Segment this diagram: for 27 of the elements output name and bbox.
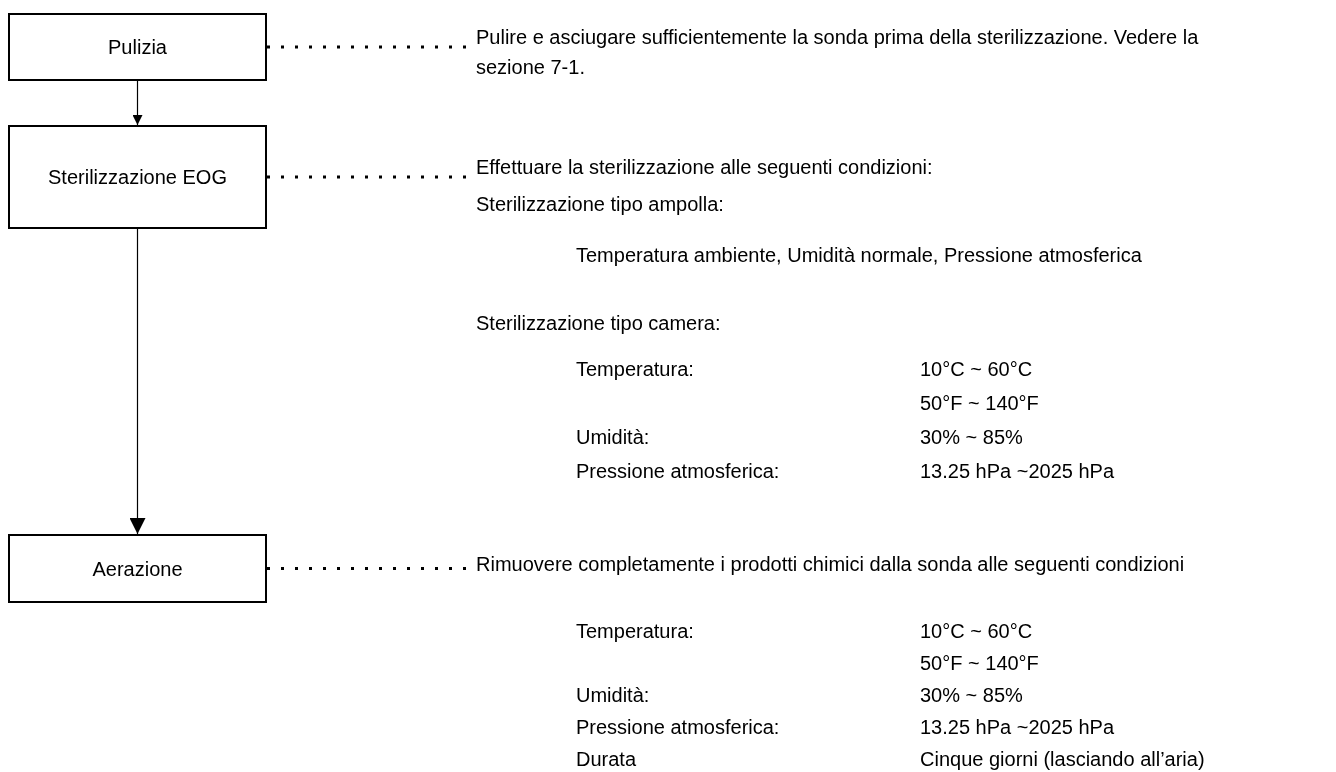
arrow xyxy=(132,80,143,126)
description-text: Pulire e asciugare sufficientemente la sonda prima della sterilizzazione. Vedere la sezione 7-1. xyxy=(476,22,1236,82)
parameter-value: 50°F ~ 140°F xyxy=(920,391,1040,415)
condition-text: Temperatura ambiente, Umidità normale, Pressione atmosferica xyxy=(576,243,1143,268)
description-text: Rimuovere completamente i prodotti chimici dalla sonda alle seguenti condizioni xyxy=(476,547,1286,581)
parameter-name: Umidità: xyxy=(576,425,651,449)
parameter-name: Pressione atmosferica: xyxy=(576,715,781,739)
parameter-value: 30% ~ 85% xyxy=(920,683,1024,707)
parameter-name: Temperatura: xyxy=(576,357,695,381)
parameter-value: 50°F ~ 140°F xyxy=(920,651,1040,675)
process-box: Aerazione xyxy=(8,534,267,603)
process-box: Pulizia xyxy=(8,13,267,81)
parameter-value: Cinque giorni (lasciando all’aria) xyxy=(920,747,1206,771)
arrow xyxy=(129,228,146,535)
parameter-value: 10°C ~ 60°C xyxy=(920,357,1034,381)
parameter-value: 13.25 hPa ~2025 hPa xyxy=(920,715,1116,739)
parameter-name: Temperatura: xyxy=(576,619,695,643)
description-text: Effettuare la sterilizzazione alle seguenti condizioni: xyxy=(476,150,1196,184)
parameter-name: Umidità: xyxy=(576,683,651,707)
parameter-value: 30% ~ 85% xyxy=(920,425,1024,449)
section-heading: Sterilizzazione tipo camera: xyxy=(476,311,722,335)
parameter-name: Durata xyxy=(576,747,638,771)
parameter-value: 10°C ~ 60°C xyxy=(920,619,1034,643)
parameter-name: Pressione atmosferica: xyxy=(576,459,781,483)
section-heading: Sterilizzazione tipo ampolla: xyxy=(476,192,725,216)
process-box: Sterilizzazione EOG xyxy=(8,125,267,229)
parameter-value: 13.25 hPa ~2025 hPa xyxy=(920,459,1116,483)
